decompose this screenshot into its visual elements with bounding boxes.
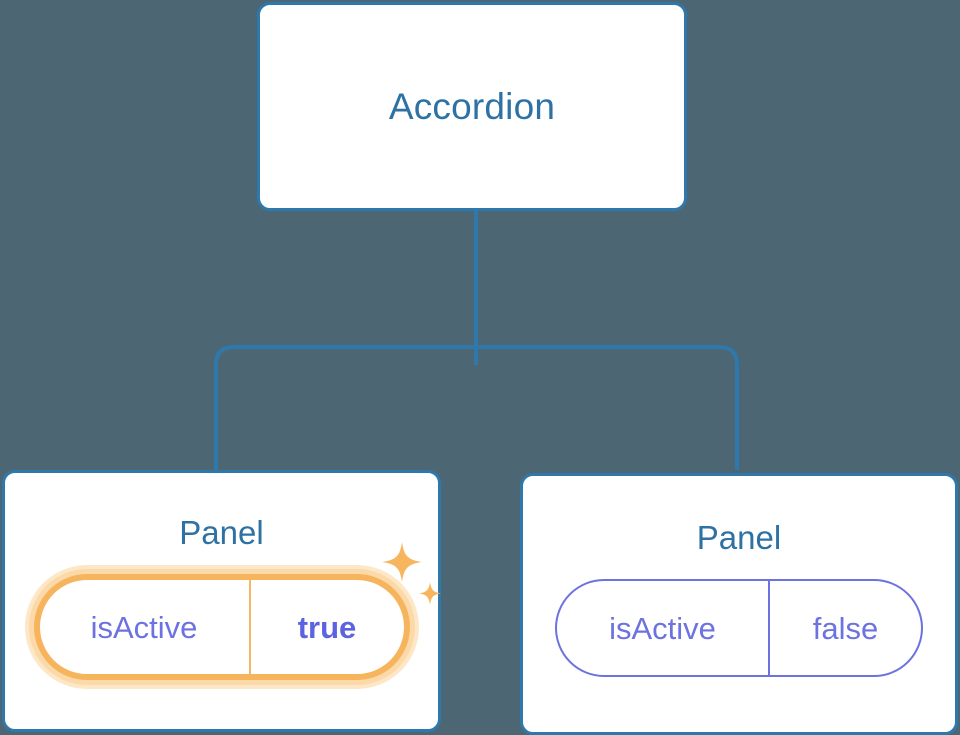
prop-pill-wrapper: isActive false bbox=[555, 579, 923, 677]
prop-key-label: isActive bbox=[90, 609, 198, 645]
node-panel-inactive[interactable]: Panel isActive false bbox=[520, 473, 958, 735]
node-title: Panel bbox=[179, 514, 264, 551]
prop-value-cell: false bbox=[770, 581, 921, 675]
node-title: Panel bbox=[696, 519, 782, 556]
prop-pill-isactive[interactable]: isActive true bbox=[33, 574, 410, 680]
prop-key-cell: isActive bbox=[40, 580, 251, 674]
node-accordion[interactable]: Accordion bbox=[257, 2, 687, 211]
prop-value-label: true bbox=[297, 609, 357, 645]
prop-key-cell: isActive bbox=[557, 581, 770, 675]
prop-pill-isactive[interactable]: isActive false bbox=[555, 579, 923, 677]
prop-key-label: isActive bbox=[609, 610, 716, 646]
node-title: Accordion bbox=[388, 86, 556, 127]
connector-branch bbox=[214, 345, 739, 470]
prop-value-label: false bbox=[812, 610, 879, 646]
prop-pill-wrapper: isActive true bbox=[24, 565, 419, 689]
node-panel-active[interactable]: Panel isActive true bbox=[2, 470, 441, 732]
prop-value-cell: true bbox=[251, 580, 404, 674]
